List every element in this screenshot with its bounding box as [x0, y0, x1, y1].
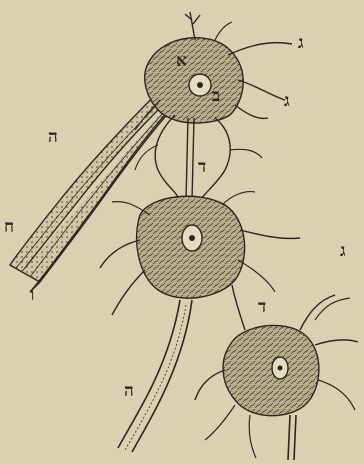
label-he-lower: ה — [124, 381, 134, 401]
label-gimel-top-2: ג — [284, 91, 290, 111]
label-het: ח — [4, 217, 14, 237]
label-bet: ב — [212, 86, 220, 106]
label-he-upper: ה — [48, 127, 58, 147]
label-alef: א — [176, 51, 187, 71]
label-dalet-lower: ד — [258, 297, 266, 317]
label-dalet-upper: ד — [198, 157, 206, 177]
label-gimel-top-1: ג — [298, 33, 304, 53]
label-vav: ו — [30, 285, 34, 305]
label-gimel-right: ג — [340, 241, 346, 261]
